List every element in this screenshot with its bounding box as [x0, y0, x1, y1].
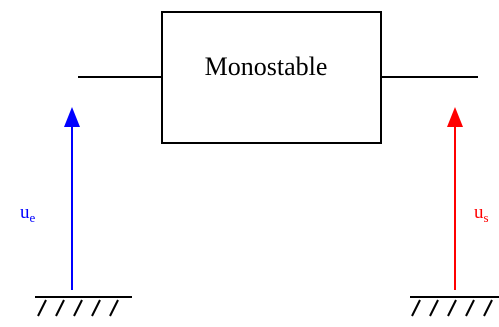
- block-label: Monostable: [205, 52, 328, 81]
- right-ground-symbol: [410, 296, 499, 317]
- output-voltage-label: us: [474, 202, 489, 225]
- input-voltage-label: ue: [20, 202, 36, 225]
- input-voltage-arrow: [64, 107, 80, 290]
- left-ground-symbol: [35, 296, 132, 317]
- output-voltage-arrow: [447, 107, 463, 290]
- monostable-block: [161, 11, 382, 144]
